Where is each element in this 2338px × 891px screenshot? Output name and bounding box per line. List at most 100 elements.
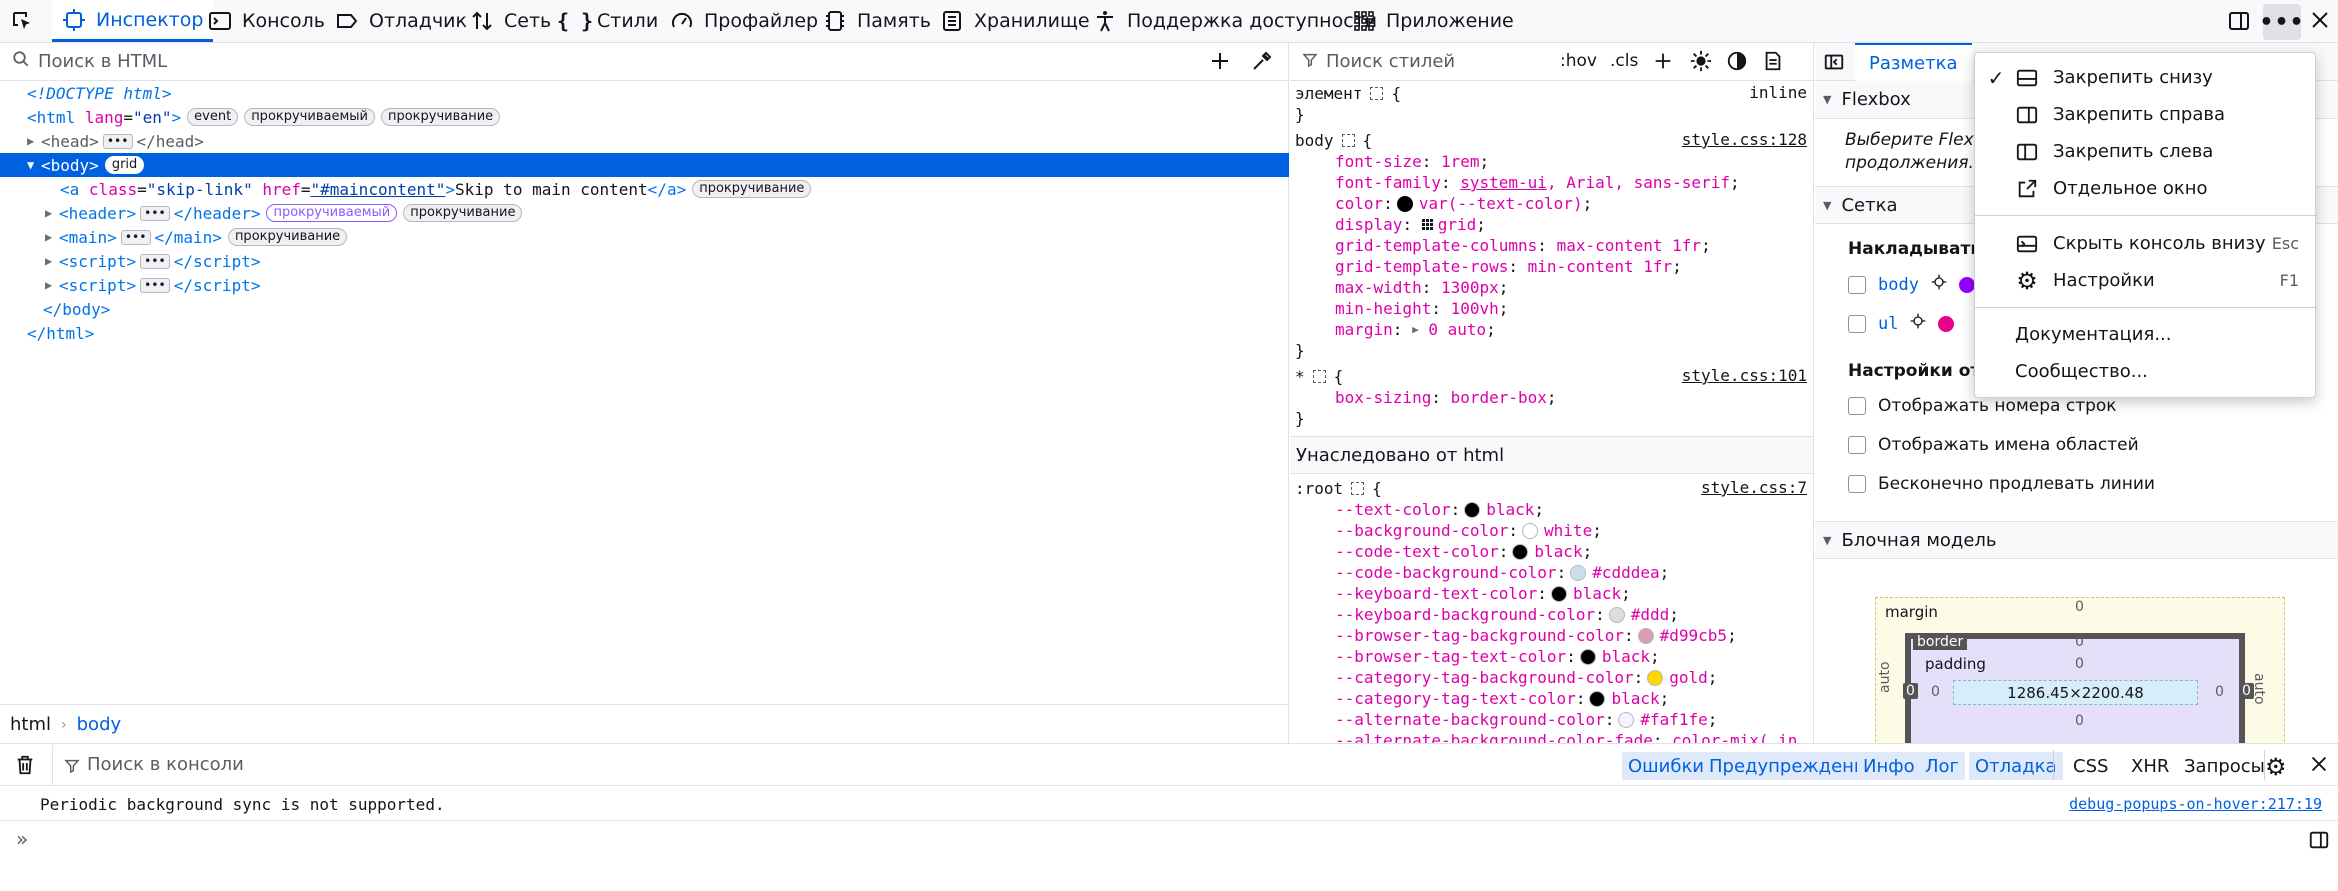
declaration[interactable]: --code-text-color:black; — [1335, 542, 1593, 561]
filter-warnings[interactable]: Предупреждения — [1703, 752, 1883, 780]
rule-source-link[interactable]: style.css:101 — [1681, 366, 1807, 385]
tab-accessibility[interactable]: Поддержка доступности — [1083, 0, 1387, 42]
filter-css[interactable]: CSS — [2073, 755, 2109, 777]
scrollable-badge[interactable]: прокручиваемый — [244, 108, 375, 126]
rules-search-input[interactable]: Поиск стилей — [1326, 51, 1456, 72]
collapsed-dots[interactable]: ••• — [102, 133, 133, 149]
tab-console[interactable]: Консоль — [198, 0, 335, 42]
declaration[interactable]: box-sizing: border-box; — [1335, 388, 1557, 407]
overflow-badge[interactable]: прокручивание — [692, 180, 812, 198]
expand-arrow-icon[interactable]: ▶ — [45, 254, 53, 268]
pick-element-button[interactable] — [0, 0, 46, 42]
tab-profiler[interactable]: Профайлер — [660, 0, 828, 42]
rule-source-link[interactable]: style.css:128 — [1681, 130, 1807, 149]
tree-head[interactable]: ▶<head>•••</head> — [27, 131, 204, 151]
body-rule-header[interactable]: body{ — [1295, 131, 1373, 150]
collapsed-dots[interactable]: ••• — [140, 253, 170, 269]
target-icon[interactable] — [1931, 274, 1947, 295]
html-search-input[interactable]: Поиск в HTML — [38, 51, 168, 72]
expand-arrow-icon[interactable]: ▶ — [45, 206, 53, 220]
declaration[interactable]: --alternate-background-color-fade: color… — [1335, 730, 1797, 743]
add-rule-button[interactable] — [1652, 50, 1674, 77]
declaration[interactable]: --keyboard-text-color:black; — [1335, 584, 1631, 603]
declaration[interactable]: --code-background-color:#cdddea; — [1335, 563, 1670, 582]
declaration[interactable]: grid-template-columns: max-content 1fr; — [1335, 236, 1711, 255]
color-swatch[interactable] — [1618, 711, 1635, 728]
color-swatch[interactable] — [1589, 690, 1606, 707]
tree-header[interactable]: ▶<header>•••</header> прокручиваемый про… — [0, 201, 1289, 225]
console-message[interactable]: Periodic background sync is not supporte… — [0, 787, 2338, 821]
tree-body-selected[interactable]: ▼<body> grid — [0, 153, 1289, 177]
filter-debug[interactable]: Отладка — [1969, 752, 2063, 780]
tree-doctype[interactable]: <!DOCTYPE html> — [0, 81, 1289, 105]
target-icon[interactable] — [1910, 313, 1926, 334]
declaration[interactable]: min-height: 100vh; — [1335, 299, 1509, 318]
menu-item-hide-console[interactable]: Скрыть консоль внизу Esc — [1975, 225, 2317, 262]
editor-mode-button[interactable] — [2308, 829, 2330, 856]
color-swatch[interactable] — [1512, 543, 1529, 560]
tab-debugger[interactable]: Отладчик — [325, 0, 477, 42]
color-swatch[interactable] — [1579, 648, 1596, 665]
message-source-link[interactable]: debug-popups-on-hover:217:19 — [2069, 795, 2322, 813]
dock-layout-button[interactable] — [2227, 9, 2251, 38]
light-scheme-button[interactable] — [1690, 50, 1712, 77]
declaration[interactable]: margin: ▶ 0 auto; — [1335, 320, 1496, 339]
console-input[interactable] — [40, 824, 2270, 854]
tree-html[interactable]: <html lang="en"> event прокручиваемый пр… — [0, 105, 1289, 129]
border-right-value[interactable]: 0 — [2239, 683, 2254, 699]
option-extend-lines[interactable]: Бесконечно продлевать линии — [1848, 474, 2155, 494]
element-rule[interactable]: элемент{ — [1295, 84, 1402, 103]
scrollable-badge[interactable]: прокручиваемый — [266, 204, 398, 222]
color-swatch[interactable] — [1396, 195, 1413, 212]
grid-color-swatch[interactable] — [1958, 276, 1975, 293]
menu-item-settings[interactable]: ⚙ Настройки F1 — [1975, 262, 2317, 299]
tab-memory[interactable]: Память — [813, 0, 941, 42]
border-top-value[interactable]: 0 — [2075, 634, 2084, 650]
menu-item-dock-bottom[interactable]: ✓ Закрепить снизу — [1975, 59, 2317, 96]
grid-toggle-icon[interactable] — [1421, 218, 1434, 231]
select-elements-icon[interactable] — [1312, 370, 1326, 383]
menu-item-dock-right[interactable]: Закрепить справа — [1975, 96, 2317, 133]
padding-bottom-value[interactable]: 0 — [2075, 713, 2084, 729]
print-simulation-button[interactable] — [1762, 50, 1784, 77]
grid-item-body[interactable]: body — [1848, 274, 1975, 295]
expand-arrow-icon[interactable]: ▶ — [45, 230, 53, 244]
option-area-names[interactable]: Отображать имена областей — [1848, 435, 2139, 455]
declaration[interactable]: --category-tag-text-color:black; — [1335, 689, 1670, 708]
color-swatch[interactable] — [1637, 627, 1654, 644]
tab-inspector[interactable]: Инспектор — [52, 0, 214, 42]
option-line-numbers[interactable]: Отображать номера строк — [1848, 396, 2117, 416]
collapsed-dots[interactable]: ••• — [140, 277, 170, 293]
filter-requests[interactable]: Запросы — [2184, 755, 2265, 777]
color-swatch[interactable] — [1550, 585, 1567, 602]
overflow-badge[interactable]: прокручивание — [403, 204, 523, 222]
overflow-badge[interactable]: прокручивание — [380, 108, 501, 126]
rule-source-link[interactable]: style.css:7 — [1701, 478, 1807, 497]
breadcrumb-body[interactable]: body — [76, 714, 122, 735]
boxmodel-content[interactable]: 1286.45×2200.48 — [1953, 680, 2198, 705]
menu-item-separate-window[interactable]: Отдельное окно — [1975, 170, 2317, 207]
tree-script[interactable]: ▶<script>•••</script> — [45, 275, 261, 295]
border-left-value[interactable]: 0 — [1903, 683, 1918, 699]
expand-shorthand-icon[interactable]: ▶ — [1412, 323, 1419, 336]
declaration[interactable]: --browser-tag-background-color:#d99cb5; — [1335, 626, 1737, 645]
grid-color-swatch[interactable] — [1938, 315, 1955, 332]
grid-overlay-checkbox[interactable] — [1848, 314, 1866, 333]
attr-value-link[interactable]: "#maincontent" — [310, 179, 446, 199]
star-rule-header[interactable]: *{ — [1295, 367, 1344, 386]
eyedropper-button[interactable] — [1250, 49, 1274, 78]
checkbox[interactable] — [1848, 475, 1866, 493]
tab-storage[interactable]: Хранилище — [930, 0, 1100, 42]
checkbox[interactable] — [1848, 397, 1866, 415]
menu-item-dock-left[interactable]: Закрепить слева — [1975, 133, 2317, 170]
more-options-button[interactable]: ••• — [2259, 4, 2304, 40]
console-filter-input[interactable]: Поиск в консоли — [87, 754, 244, 775]
padding-right-value[interactable]: 0 — [2215, 684, 2224, 700]
color-swatch[interactable] — [1570, 564, 1587, 581]
declaration[interactable]: --background-color:white; — [1335, 521, 1602, 540]
select-elements-icon[interactable] — [1370, 87, 1384, 100]
filter-errors[interactable]: Ошибки — [1622, 752, 1711, 780]
declaration[interactable]: --browser-tag-text-color:black; — [1335, 647, 1660, 666]
declaration[interactable]: --category-tag-background-color:gold; — [1335, 668, 1718, 687]
boxmodel-section-header[interactable]: ▼Блочная модель — [1815, 521, 2338, 559]
